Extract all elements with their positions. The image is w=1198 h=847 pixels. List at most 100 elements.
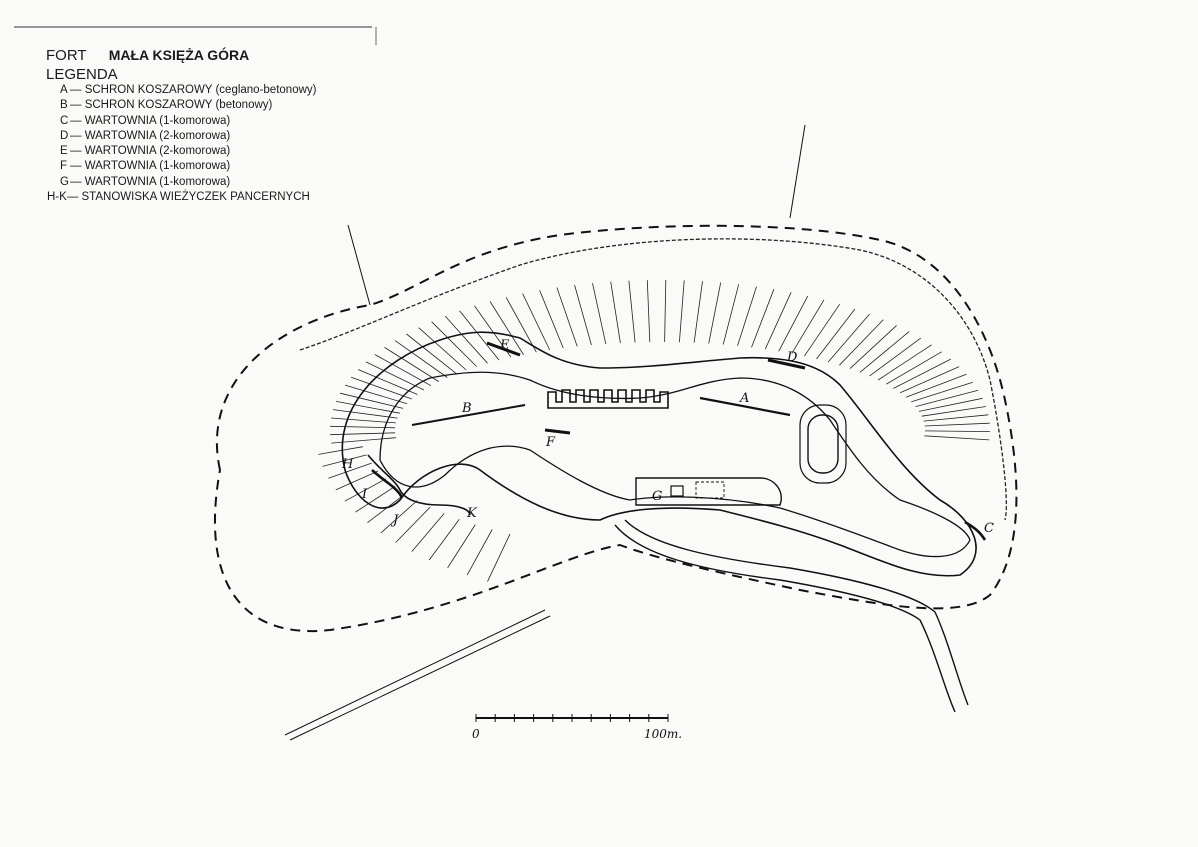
hachure-stroke bbox=[918, 397, 983, 412]
hachure-stroke bbox=[885, 351, 942, 385]
hachure-stroke bbox=[556, 287, 578, 347]
hachure-stroke bbox=[827, 313, 870, 363]
barracks-b-line bbox=[411, 404, 526, 426]
hachure-stroke bbox=[592, 283, 607, 344]
hachure-stroke bbox=[350, 376, 413, 400]
hachure-stroke bbox=[751, 289, 775, 348]
legend-item-a: A— SCHRON KOSZAROWY (ceglano-betonowy) bbox=[60, 84, 317, 96]
slope-hachures bbox=[318, 279, 991, 582]
hachure-stroke bbox=[849, 325, 897, 369]
inner-rampart-outline bbox=[341, 331, 977, 577]
guardhouse-e-line bbox=[486, 341, 521, 357]
hachure-stroke bbox=[664, 279, 667, 343]
hachure-stroke bbox=[331, 417, 396, 424]
scale-start-label: 0 bbox=[472, 727, 480, 741]
hachure-stroke bbox=[905, 373, 967, 398]
legend-item-f: F— WARTOWNIA (1-komorowa) bbox=[60, 160, 231, 173]
scale-end-label: 100m. bbox=[644, 727, 682, 741]
hachure-stroke bbox=[628, 280, 636, 343]
turret-path bbox=[367, 454, 471, 516]
hachure-stroke bbox=[466, 529, 493, 576]
label-k: K bbox=[466, 506, 478, 521]
hachure-stroke bbox=[331, 437, 397, 444]
hachure-stroke bbox=[924, 422, 990, 427]
legend-item-g: G— WARTOWNIA (1-komorowa) bbox=[60, 175, 231, 188]
hachure-stroke bbox=[418, 327, 467, 371]
fort-title: FORT MAŁA KSIĘŻA GÓRA bbox=[46, 46, 316, 65]
hachure-stroke bbox=[431, 321, 477, 367]
hachure-stroke bbox=[428, 518, 460, 561]
crenellated-wall bbox=[547, 389, 669, 409]
path-line-nw bbox=[347, 224, 371, 306]
keep-oval-outer bbox=[799, 404, 847, 484]
guardhouse-c-line bbox=[964, 520, 987, 541]
turret-h bbox=[371, 469, 404, 499]
road-line-2 bbox=[289, 615, 551, 741]
hachure-stroke bbox=[365, 361, 425, 391]
hachure-stroke bbox=[778, 295, 809, 352]
hachure-stroke bbox=[893, 358, 951, 389]
label-c: C bbox=[984, 521, 994, 536]
guardhouse-d-line bbox=[767, 358, 806, 370]
hachure-stroke bbox=[900, 366, 960, 394]
legend-item-e: E— WARTOWNIA (2-komorowa) bbox=[60, 145, 231, 158]
label-g: G bbox=[652, 489, 662, 504]
fort-name: MAŁA KSIĘŻA GÓRA bbox=[108, 47, 250, 63]
hachure-stroke bbox=[344, 478, 387, 502]
hachure-stroke bbox=[335, 470, 379, 491]
hachure-stroke bbox=[336, 401, 400, 414]
outer-rampart-line bbox=[299, 238, 1007, 521]
hachure-stroke bbox=[489, 301, 524, 355]
hachure-stroke bbox=[406, 333, 457, 375]
hachure-stroke bbox=[384, 347, 440, 382]
hachure-stroke bbox=[708, 282, 722, 344]
hachure-stroke bbox=[924, 430, 991, 432]
hachure-stroke bbox=[610, 281, 621, 344]
hachure-stroke bbox=[839, 319, 884, 366]
legend-item-b: B— SCHRON KOSZAROWY (betonowy) bbox=[60, 99, 273, 112]
label-d: D bbox=[786, 350, 798, 365]
hachure-stroke bbox=[344, 384, 408, 405]
hachure-stroke bbox=[693, 281, 703, 343]
hachure-stroke bbox=[646, 280, 651, 343]
g-building bbox=[635, 477, 782, 506]
hachure-stroke bbox=[816, 308, 856, 360]
legend-list: A— SCHRON KOSZAROWY (ceglano-betonowy) B… bbox=[46, 83, 316, 205]
label-e: E bbox=[499, 338, 510, 353]
hachure-stroke bbox=[791, 299, 825, 354]
access-road-edge-1 bbox=[614, 524, 956, 713]
legend-item-c: C— WARTOWNIA (1-komorowa) bbox=[60, 114, 231, 127]
hachure-stroke bbox=[859, 331, 910, 373]
hachure-stroke bbox=[357, 369, 418, 395]
hachure-stroke bbox=[522, 293, 551, 351]
hachure-stroke bbox=[380, 500, 418, 534]
access-road-edge-2 bbox=[624, 519, 969, 706]
hachure-stroke bbox=[574, 284, 592, 346]
hachure-stroke bbox=[915, 389, 979, 407]
hachure-stroke bbox=[539, 290, 564, 349]
keep-oval bbox=[807, 414, 839, 474]
path-line-n bbox=[789, 124, 806, 219]
hachure-stroke bbox=[374, 354, 432, 387]
hachure-stroke bbox=[505, 297, 537, 353]
hachure-stroke bbox=[737, 286, 757, 346]
hachure-stroke bbox=[411, 513, 445, 552]
hachure-stroke bbox=[877, 344, 932, 381]
hachure-stroke bbox=[924, 435, 990, 441]
hachure-stroke bbox=[395, 506, 431, 543]
hachure-stroke bbox=[764, 292, 792, 350]
hachure-stroke bbox=[911, 381, 973, 403]
hachure-stroke bbox=[333, 409, 398, 419]
outer-dashed-outline bbox=[213, 224, 1018, 633]
hachure-stroke bbox=[318, 446, 363, 455]
guardhouse-f-line bbox=[544, 428, 571, 435]
hachure-stroke bbox=[803, 303, 841, 357]
hachure-stroke bbox=[328, 462, 372, 479]
legend-panel: FORT MAŁA KSIĘŻA GÓRA LEGENDA A— SCHRON … bbox=[46, 46, 316, 205]
hachure-stroke bbox=[340, 392, 404, 409]
hachure-stroke bbox=[921, 406, 986, 417]
scale-bar: 0 100m. bbox=[472, 714, 682, 741]
hachure-stroke bbox=[447, 524, 476, 569]
label-h: H bbox=[341, 457, 354, 472]
